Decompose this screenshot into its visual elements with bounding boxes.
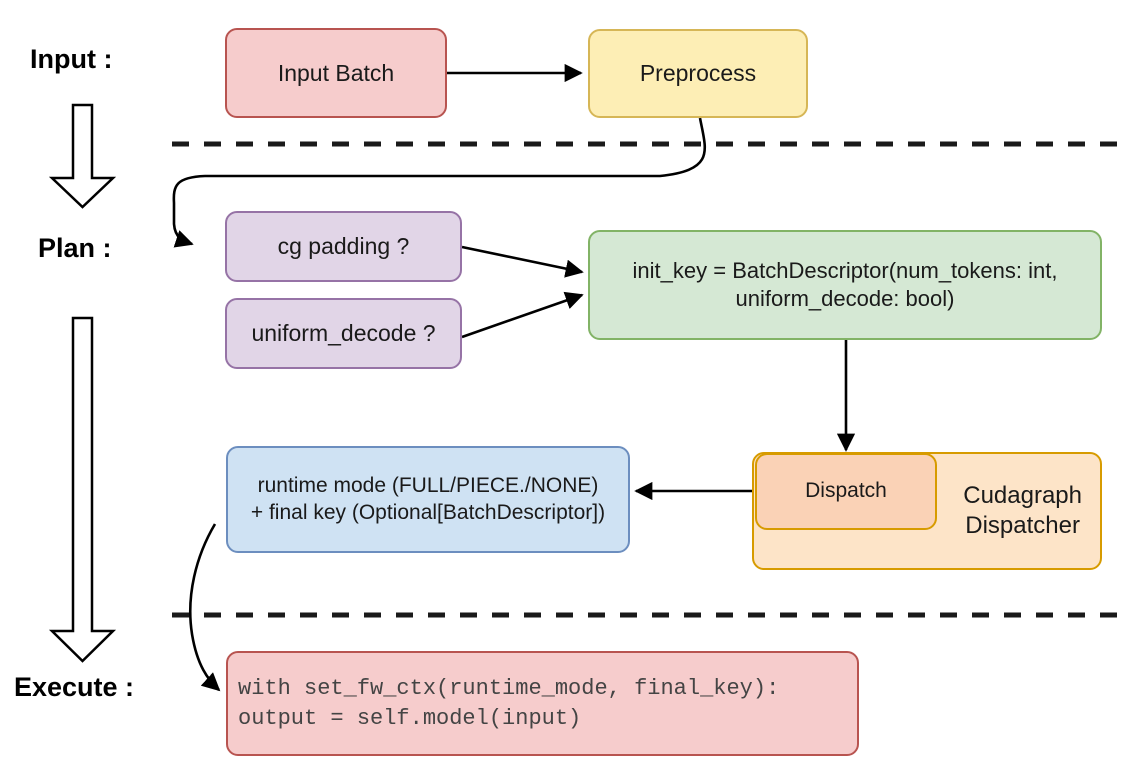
edge-uniform-decode-to-init-key (461, 291, 584, 339)
node-init-key[interactable]: init_key = BatchDescriptor(num_tokens: i… (588, 230, 1102, 340)
node-input-batch[interactable]: Input Batch (225, 28, 447, 118)
node-code-snippet[interactable]: with set_fw_ctx(runtime_mode, final_key)… (226, 651, 859, 756)
stage-label-input: Input : (30, 44, 113, 74)
node-preprocess[interactable]: Preprocess (588, 29, 808, 118)
node-dispatch[interactable]: Dispatch (755, 453, 937, 530)
node-runtime-mode[interactable]: runtime mode (FULL/PIECE./NONE) + final … (226, 446, 630, 553)
node-uniform-decode[interactable]: uniform_decode ? (225, 298, 462, 369)
node-cg-padding[interactable]: cg padding ? (225, 211, 462, 282)
stage-label-execute: Execute : (14, 672, 135, 702)
edge-runtime-mode-to-code (188, 523, 221, 692)
stage-arrow-plan-to-execute (48, 316, 117, 663)
stage-label-plan: Plan : (38, 233, 112, 263)
edge-cg-padding-to-init-key (461, 245, 584, 278)
stage-arrow-input-to-plan (48, 103, 117, 209)
